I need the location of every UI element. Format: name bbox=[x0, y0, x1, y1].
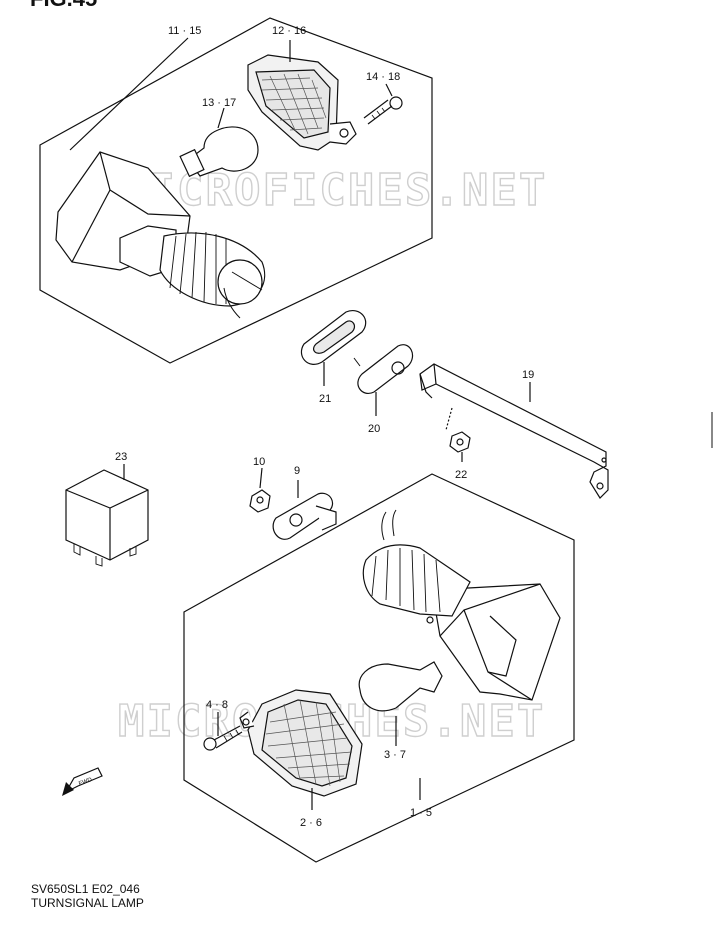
callout-9: 9 bbox=[294, 465, 300, 477]
upper-screw-part bbox=[363, 96, 403, 125]
figure-title: FIG.45 bbox=[30, 0, 97, 11]
lower-housing-part bbox=[362, 509, 561, 701]
watermark-top: MICROFICHES.NET bbox=[120, 165, 547, 216]
callout-labels: 11 · 15 12 · 16 13 · 17 14 · 18 21 20 19… bbox=[115, 25, 534, 829]
callout-12-16: 12 · 16 bbox=[272, 25, 306, 37]
callout-4-8: 4 · 8 bbox=[206, 699, 228, 711]
bracket-19-part bbox=[419, 363, 609, 499]
grommet-21-part bbox=[300, 310, 367, 386]
lower-screw-part bbox=[203, 712, 243, 751]
callout-2-6: 2 · 6 bbox=[300, 817, 322, 829]
upper-assembly-group bbox=[39, 17, 433, 364]
callout-1-5: 1 · 5 bbox=[410, 807, 432, 819]
footer-section-name: TURNSIGNAL LAMP bbox=[31, 896, 144, 910]
lower-group-frame bbox=[183, 473, 575, 863]
callout-19: 19 bbox=[522, 369, 534, 381]
callout-22: 22 bbox=[455, 469, 467, 481]
upper-bulb-part bbox=[179, 126, 259, 178]
nut-10-part bbox=[249, 467, 271, 513]
callout-13-17: 13 · 17 bbox=[202, 97, 236, 109]
callout-20: 20 bbox=[368, 423, 380, 435]
lower-lens-part bbox=[239, 689, 363, 810]
fwd-arrow-icon: FWD bbox=[62, 767, 103, 796]
grommet-9-part bbox=[272, 480, 337, 540]
washer-20-part bbox=[353, 344, 413, 416]
callout-3-7: 3 · 7 bbox=[384, 749, 406, 761]
callout-23: 23 bbox=[115, 451, 127, 463]
nut-22-part bbox=[445, 407, 471, 462]
fwd-label: FWD bbox=[78, 777, 94, 788]
callout-21: 21 bbox=[319, 393, 331, 405]
relay-23-part bbox=[65, 464, 149, 567]
footer-model-code: SV650SL1 E02_046 bbox=[31, 882, 140, 896]
callout-11-15: 11 · 15 bbox=[168, 25, 201, 37]
upper-lens-part bbox=[247, 54, 357, 151]
lower-assembly-group bbox=[183, 473, 575, 863]
lower-bulb-part bbox=[358, 661, 443, 746]
callout-14-18: 14 · 18 bbox=[366, 71, 400, 83]
middle-parts-group bbox=[65, 310, 609, 567]
upper-group-frame bbox=[39, 17, 433, 364]
upper-housing-part bbox=[55, 151, 266, 319]
callout-10: 10 bbox=[253, 456, 265, 468]
